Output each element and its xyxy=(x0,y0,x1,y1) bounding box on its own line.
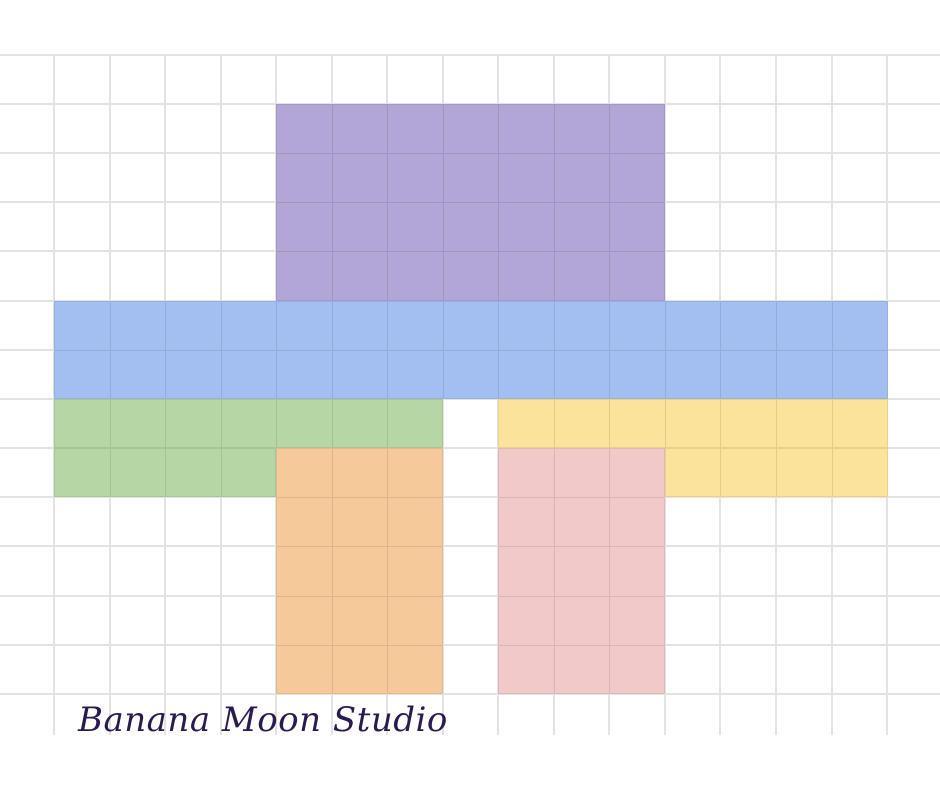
cell-divider xyxy=(165,449,166,496)
cell-divider xyxy=(277,497,442,498)
grid-line-horizontal xyxy=(0,398,940,400)
green-block-bottom xyxy=(54,448,276,497)
grid-line-horizontal xyxy=(0,447,940,449)
cell-divider xyxy=(832,449,833,496)
cell-divider xyxy=(499,497,664,498)
cell-divider xyxy=(110,449,111,496)
cell-divider xyxy=(499,645,664,646)
grid-line-horizontal xyxy=(0,54,940,56)
cell-divider xyxy=(665,400,666,447)
yellow-block-bottom xyxy=(665,448,888,497)
grid-line-horizontal xyxy=(0,496,940,498)
studio-signature: Banana Moon Studio xyxy=(78,700,448,740)
cell-divider xyxy=(221,400,222,447)
cell-divider xyxy=(609,400,610,447)
cell-divider xyxy=(277,153,664,154)
pink-block xyxy=(498,448,665,694)
cell-divider xyxy=(110,400,111,447)
cell-divider xyxy=(55,350,887,351)
green-block-top xyxy=(54,399,443,448)
cell-divider xyxy=(387,400,388,447)
cell-divider xyxy=(277,596,442,597)
cell-divider xyxy=(332,449,333,693)
cell-divider xyxy=(332,400,333,447)
cell-divider xyxy=(609,449,610,693)
cell-divider xyxy=(720,400,721,447)
cell-divider xyxy=(165,400,166,447)
cell-divider xyxy=(499,546,664,547)
cell-divider xyxy=(387,449,388,693)
grid-line-horizontal xyxy=(0,693,940,695)
yellow-block-top xyxy=(498,399,888,448)
blue-band xyxy=(54,301,888,399)
cell-divider xyxy=(277,202,664,203)
cell-divider xyxy=(720,449,721,496)
grid-line-horizontal xyxy=(0,595,940,597)
cell-divider xyxy=(277,546,442,547)
orange-block xyxy=(276,448,443,694)
cell-divider xyxy=(499,596,664,597)
cell-divider xyxy=(832,400,833,447)
cell-divider xyxy=(221,449,222,496)
cell-divider xyxy=(554,449,555,693)
cell-divider xyxy=(277,645,442,646)
purple-block xyxy=(276,104,665,301)
grid-line-horizontal xyxy=(0,644,940,646)
cell-divider xyxy=(277,251,664,252)
cell-divider xyxy=(276,400,277,447)
cell-divider xyxy=(776,400,777,447)
grid-line-horizontal xyxy=(0,545,940,547)
cell-divider xyxy=(554,400,555,447)
cell-divider xyxy=(776,449,777,496)
